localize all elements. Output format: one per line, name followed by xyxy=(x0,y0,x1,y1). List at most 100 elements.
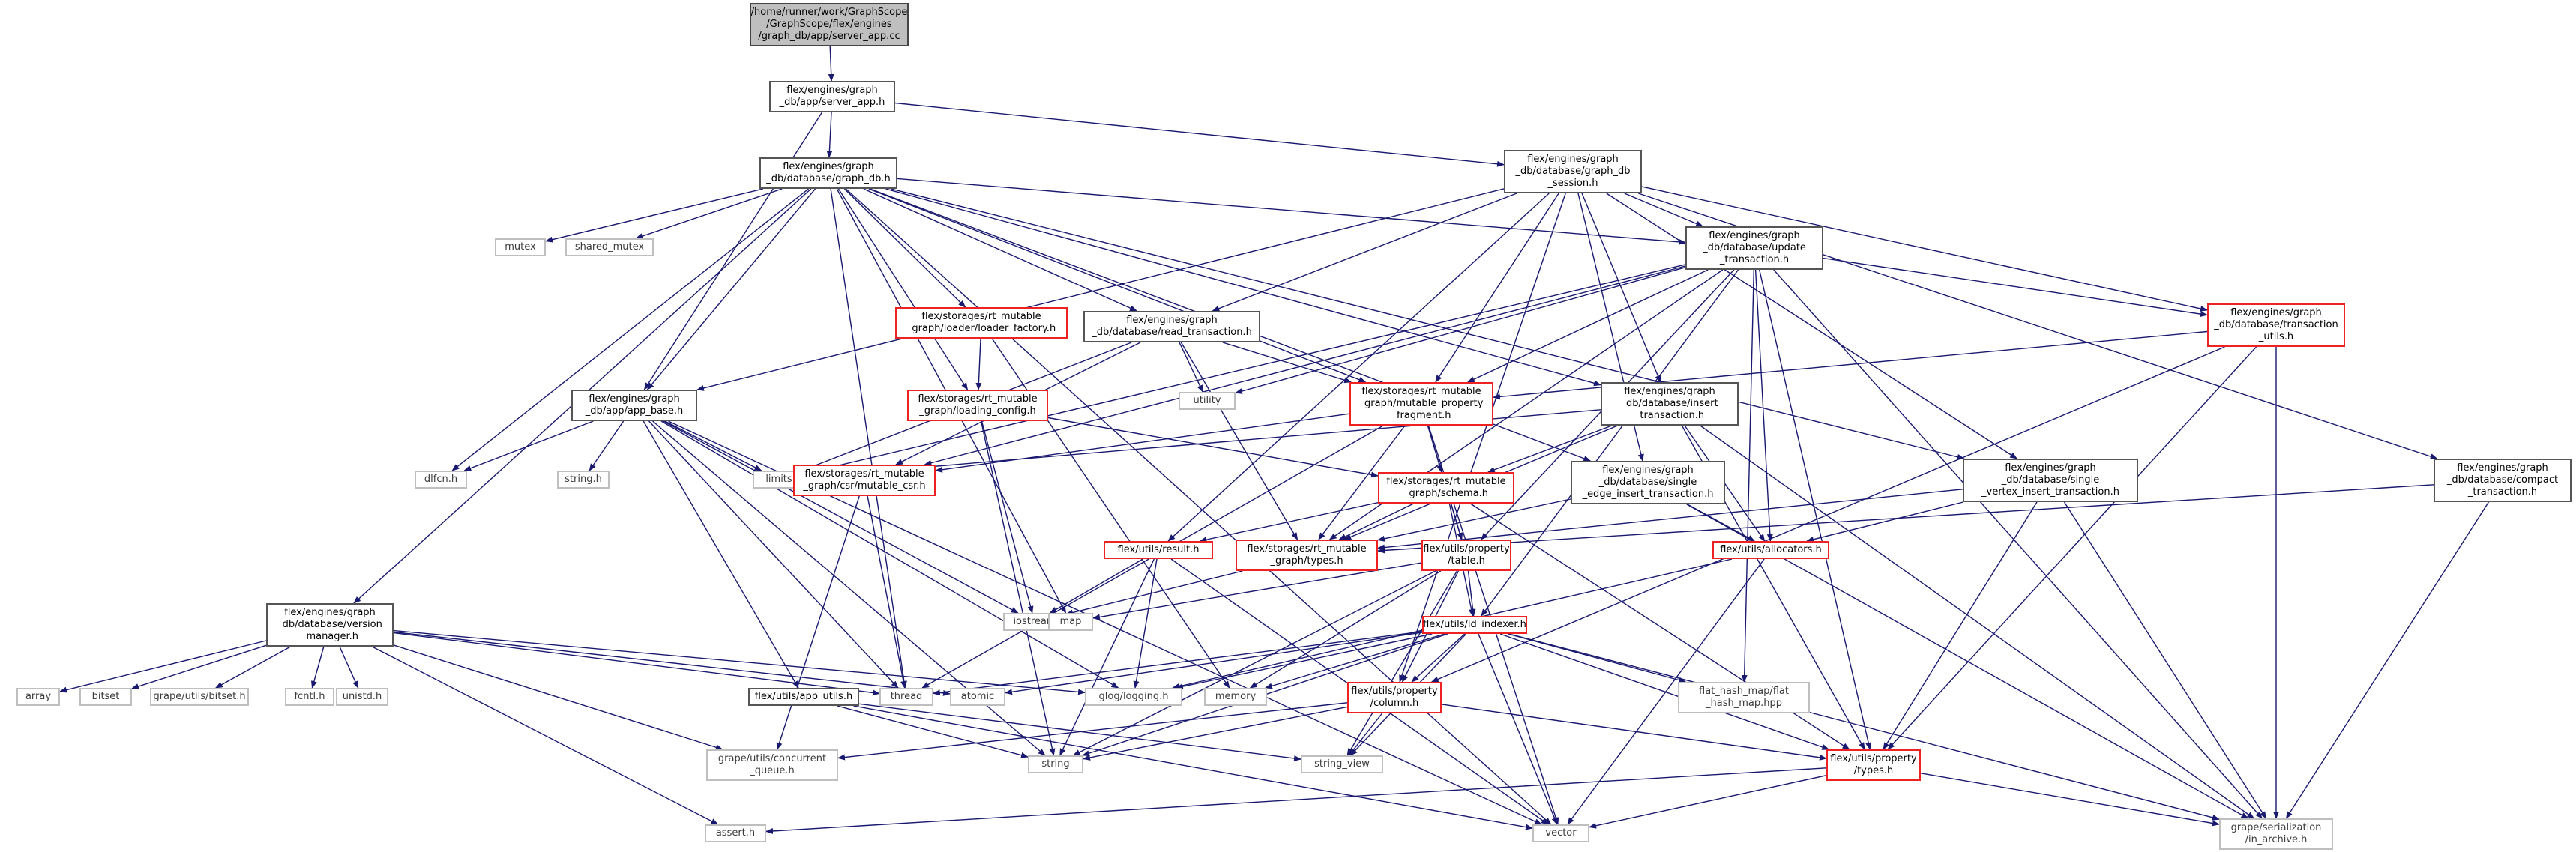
node-label-line: flex/storages/rt_mutable xyxy=(921,311,1041,322)
node-single-vertex-insert-transaction-h[interactable]: flex/engines/graph_db/database/single_ve… xyxy=(1963,459,2138,502)
node-graph-db-h[interactable]: flex/engines/graph_db/database/graph_db.… xyxy=(759,157,897,189)
node-label-line: _graph/mutable_property xyxy=(1359,398,1484,409)
node-label-line: flex/storages/rt_mutable xyxy=(1247,543,1367,555)
node-label-line: assert.h xyxy=(715,827,756,839)
node-fcntl-h: fcntl.h xyxy=(285,688,334,706)
node-result-h[interactable]: flex/utils/result.h xyxy=(1104,541,1213,559)
edge-update_txn-to-in_archive xyxy=(1773,269,2263,819)
node-label-line: _db/database/compact xyxy=(2446,474,2559,486)
edge-read_txn-to-rt_types xyxy=(1180,342,1298,540)
edge-version_manager-to-fcntl xyxy=(310,646,325,689)
node-label-line: _db/database/version xyxy=(277,619,382,630)
edge-txn_utils-to-column xyxy=(1430,346,2225,683)
edge-table-to-map xyxy=(1092,562,1422,620)
node-mutable-csr-h[interactable]: flex/storages/rt_mutable_graph/csr/mutab… xyxy=(793,465,936,496)
edge-result-to-iostream xyxy=(1049,558,1143,614)
node-label-line: _db/database/read_transaction.h xyxy=(1092,327,1252,338)
node-single-edge-insert-transaction-h[interactable]: flex/engines/graph_db/database/single_ed… xyxy=(1571,461,1725,504)
edge-update_txn-to-limits xyxy=(804,264,1686,475)
edge-read_txn-to-mutable_property_fragment xyxy=(1222,342,1352,384)
node-label-line: flex/engines/graph xyxy=(1624,386,1715,397)
node-concurrent-queue-h: grape/utils/concurrent_queue.h xyxy=(706,749,838,781)
node-app-utils-h[interactable]: flex/utils/app_utils.h xyxy=(748,688,859,706)
edge-server_app-to-graph_db xyxy=(826,112,833,158)
node-label-line: /home/runner/work/GraphScope xyxy=(750,7,908,18)
node-label-line: _db/database/update xyxy=(1703,242,1806,253)
node-property-types-h[interactable]: flex/utils/property/types.h xyxy=(1826,749,1921,781)
node-label-line: _db/app/app_base.h xyxy=(585,405,684,417)
node-id-indexer-h[interactable]: flex/utils/id_indexer.h xyxy=(1422,616,1527,634)
edge-graph_db_session-to-app_base xyxy=(696,188,1505,391)
node-update-transaction-h[interactable]: flex/engines/graph_db/database/update_tr… xyxy=(1685,226,1823,270)
node-label-line: _graph/loading_config.h xyxy=(919,405,1036,417)
edge-id_indexer-to-column xyxy=(1411,633,1466,683)
node-label-line: _db/database/single xyxy=(2001,474,2100,486)
edge-id_indexer-to-thread xyxy=(933,631,1423,696)
node-dlfcn-h: dlfcn.h xyxy=(415,471,467,489)
edge-graph_db-to-insert_txn xyxy=(885,188,1601,387)
edge-app_base-to-glog xyxy=(660,420,1119,689)
node-label-line: _db/app/server_app.h xyxy=(779,97,885,108)
edge-app_base-to-iostream xyxy=(663,420,1019,614)
node-label-line: flex/engines/graph xyxy=(284,607,376,618)
edge-version_manager-to-bitset xyxy=(131,644,267,689)
node-loading-config-h[interactable]: flex/storages/rt_mutable_graph/loading_c… xyxy=(907,390,1048,421)
node-label-line: dlfcn.h xyxy=(424,474,458,485)
node-string-h: string.h xyxy=(557,471,610,489)
node-label-line: _db/database/graph_db.h xyxy=(766,173,891,184)
node-label-line: shared_mutex xyxy=(574,241,645,253)
node-flat-hash-map-hpp: flat_hash_map/flat_hash_map.hpp xyxy=(1678,682,1810,713)
node-label-line: _graph/types.h xyxy=(1270,555,1343,567)
edge-id_indexer-to-in_archive xyxy=(1508,633,2220,821)
edge-update_txn-to-mutable_csr xyxy=(924,265,1686,466)
node-loader-factory-h[interactable]: flex/storages/rt_mutable_graph/loader/lo… xyxy=(895,307,1068,339)
edge-graph_db-to-loader_factory xyxy=(843,188,966,308)
node-label-line: _db/database/insert xyxy=(1621,398,1718,409)
node-rt-mutable-graph-types-h[interactable]: flex/storages/rt_mutable_graph/types.h xyxy=(1236,540,1378,571)
node-app-base-h[interactable]: flex/engines/graph_db/app/app_base.h xyxy=(571,390,697,421)
node-schema-h[interactable]: flex/storages/rt_mutable_graph/schema.h xyxy=(1378,472,1514,504)
node-utility: utility xyxy=(1179,392,1236,410)
node-glog-logging-h: glog/logging.h xyxy=(1085,688,1182,706)
node-property-column-h[interactable]: flex/utils/property/column.h xyxy=(1347,682,1442,713)
node-label-line: flex/utils/id_indexer.h xyxy=(1423,619,1526,630)
node-version-manager-h[interactable]: flex/engines/graph_db/database/version_m… xyxy=(266,603,394,647)
node-label-line: _graph/schema.h xyxy=(1403,488,1489,499)
edge-graph_db-to-dlfcn xyxy=(451,188,809,471)
node-label-line: flex/storages/rt_mutable xyxy=(804,468,924,480)
node-mutable-property-fragment-h[interactable]: flex/storages/rt_mutable_graph/mutable_p… xyxy=(1349,382,1493,426)
node-label-line: _manager.h xyxy=(301,631,359,642)
edge-graph_db-to-loading_config xyxy=(837,188,969,390)
edge-update_txn-to-mutable_property_fragment xyxy=(1466,269,1709,383)
node-label-line: grape/utils/concurrent xyxy=(717,753,827,764)
edge-update_txn-to-allocators xyxy=(1754,269,1773,542)
node-allocators-h[interactable]: flex/utils/allocators.h xyxy=(1712,541,1829,559)
edge-server_app-to-app_base xyxy=(643,112,823,390)
edge-app_base-to-dlfcn xyxy=(463,420,594,471)
edge-graph_db_session-to-result xyxy=(1167,193,1550,542)
edge-graph_db-to-thread xyxy=(830,188,907,689)
node-label-line: string.h xyxy=(565,474,602,485)
node-label-line: thread xyxy=(890,691,923,702)
node-label-line: vector xyxy=(1545,827,1577,839)
edge-schema-to-table xyxy=(1450,503,1463,540)
node-label-line: _db/database/graph_db xyxy=(1515,166,1631,177)
node-label-line: flex/utils/result.h xyxy=(1117,544,1200,555)
node-insert-transaction-h[interactable]: flex/engines/graph_db/database/insert_tr… xyxy=(1601,382,1739,426)
edge-app_base-to-limits xyxy=(664,420,762,471)
edge-compact_txn-to-rt_types xyxy=(1377,484,2434,554)
edge-single_vertex_insert-to-prop_types xyxy=(1883,501,2038,750)
node-server-app-h[interactable]: flex/engines/graph_db/app/server_app.h xyxy=(769,81,895,112)
node-array: array xyxy=(16,688,60,706)
node-transaction-utils-h[interactable]: flex/engines/graph_db/database/transacti… xyxy=(2207,303,2345,347)
edge-loading_config-to-string xyxy=(980,420,1056,756)
edge-version_manager-to-glog xyxy=(393,629,1086,695)
node-unistd-h: unistd.h xyxy=(336,688,388,706)
node-label-line: flat_hash_map/flat xyxy=(1699,686,1789,697)
node-string: string xyxy=(1028,755,1083,773)
edge-update_txn-to-utility xyxy=(1235,267,1686,394)
node-read-transaction-h[interactable]: flex/engines/graph_db/database/read_tran… xyxy=(1083,311,1260,342)
node-graph-db-session-h[interactable]: flex/engines/graph_db/database/graph_db_… xyxy=(1504,150,1642,193)
node-property-table-h[interactable]: flex/utils/property/table.h xyxy=(1421,540,1511,571)
node-compact-transaction-h[interactable]: flex/engines/graph_db/database/compact_t… xyxy=(2434,459,2572,502)
